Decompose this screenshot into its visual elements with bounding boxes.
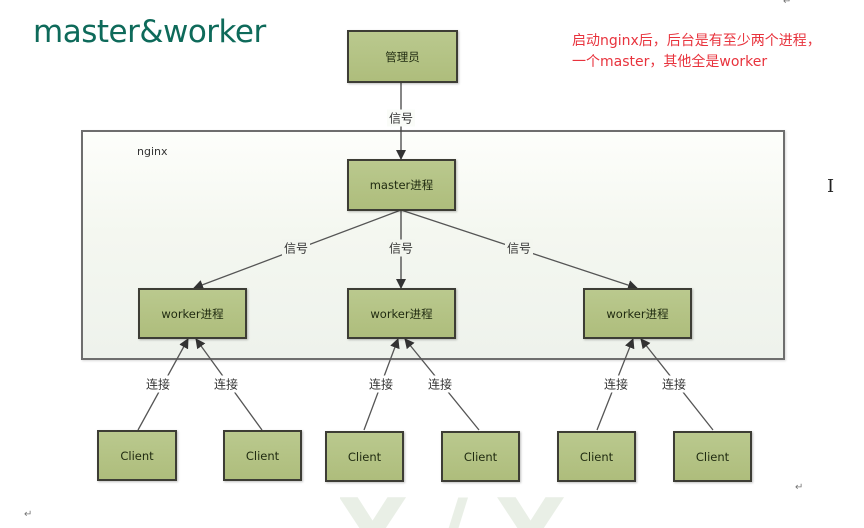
worker-process-box-3: worker进程 — [583, 288, 692, 339]
slide-title: master&worker — [33, 14, 266, 50]
client-box-4: Client — [441, 431, 520, 482]
connection-label-1: 连接 — [143, 375, 173, 393]
note-line-2: 一个master，其他全是worker — [572, 54, 768, 70]
admin-box: 管理员 — [347, 30, 458, 83]
client-box-6: Client — [673, 431, 752, 482]
client-box-3: Client — [325, 431, 404, 482]
connection-label-5: 连接 — [601, 375, 631, 393]
paragraph-mark-bottom: ↵ — [24, 509, 33, 520]
note-line-1: 启动nginx后，后台是有至少两个进程， — [572, 33, 821, 49]
worker-process-box-2: worker进程 — [347, 288, 456, 339]
signal-label-2: 信号 — [386, 239, 416, 257]
worker-process-box-1: worker进程 — [138, 288, 247, 339]
client-box-2: Client — [223, 430, 302, 481]
paragraph-mark-top: ↵ — [783, 0, 792, 7]
connection-label-6: 连接 — [659, 375, 689, 393]
nginx-container-label: nginx — [137, 145, 168, 158]
connection-label-2: 连接 — [211, 375, 241, 393]
annotation-note: 启动nginx后，后台是有至少两个进程， 一个master，其他全是worker — [572, 31, 862, 73]
master-process-box: master进程 — [347, 159, 456, 211]
signal-label-3: 信号 — [504, 239, 534, 257]
signal-label-1: 信号 — [281, 239, 311, 257]
paragraph-mark-right: ↵ — [795, 482, 804, 493]
client-box-1: Client — [97, 430, 177, 481]
connection-label-4: 连接 — [425, 375, 455, 393]
text-cursor-icon: I — [827, 176, 835, 197]
client-box-5: Client — [557, 431, 636, 482]
connection-label-3: 连接 — [366, 375, 396, 393]
admin-signal-label: 信号 — [386, 109, 416, 127]
